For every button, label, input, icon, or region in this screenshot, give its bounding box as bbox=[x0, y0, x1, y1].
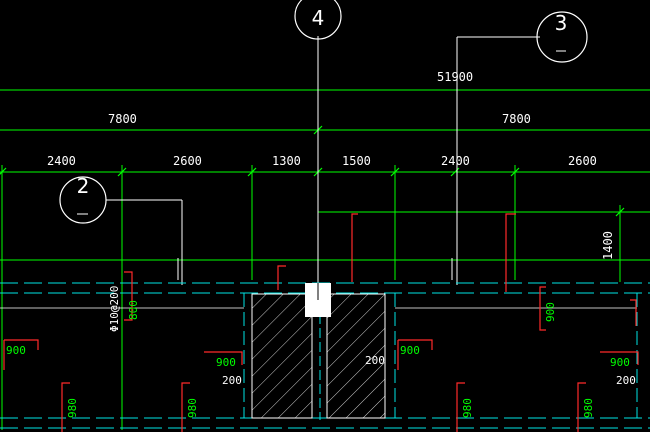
vertical-dimension[interactable]: 1400 bbox=[601, 231, 615, 260]
wall-section-right[interactable] bbox=[326, 293, 386, 419]
axis-bubble-4[interactable]: 4 bbox=[294, 0, 342, 40]
wall-width-label-3[interactable]: 200 bbox=[616, 374, 636, 387]
bay-dimension-right[interactable]: 7800 bbox=[502, 112, 531, 126]
sub-dimension-3[interactable]: 1300 bbox=[272, 154, 301, 168]
stirrup-label-800[interactable]: 800 bbox=[127, 300, 140, 320]
bottom-label-980-1[interactable]: 980 bbox=[66, 398, 79, 418]
sub-dimension-1[interactable]: 2400 bbox=[47, 154, 76, 168]
rebar-spec-label[interactable]: Φ10@200 bbox=[108, 286, 121, 332]
stirrup-label-900-c[interactable]: 900 bbox=[400, 344, 420, 357]
wall-width-label-2[interactable]: 200 bbox=[365, 354, 385, 367]
axis-bubble-3[interactable]: 3 bbox=[536, 11, 588, 63]
bottom-label-980-3[interactable]: 980 bbox=[461, 398, 474, 418]
wall-section-left[interactable] bbox=[251, 293, 313, 419]
stirrup-label-900-b[interactable]: 900 bbox=[216, 356, 236, 369]
stirrup-label-900-right[interactable]: 900 bbox=[544, 302, 557, 322]
stirrup-label-900-d[interactable]: 900 bbox=[610, 356, 630, 369]
bay-dimension-left[interactable]: 7800 bbox=[108, 112, 137, 126]
axis-label-4: 4 bbox=[312, 6, 325, 30]
axis-lines bbox=[106, 36, 540, 300]
axis-label-2: 2 bbox=[77, 174, 90, 198]
wall-width-label-1[interactable]: 200 bbox=[222, 374, 242, 387]
sub-dimension-2[interactable]: 2600 bbox=[173, 154, 202, 168]
stirrup-label-900-a[interactable]: 900 bbox=[6, 344, 26, 357]
bottom-label-980-4[interactable]: 980 bbox=[582, 398, 595, 418]
sub-dimension-6[interactable]: 2600 bbox=[568, 154, 597, 168]
overall-dimension[interactable]: 51900 bbox=[437, 70, 473, 84]
rebar-marks bbox=[3, 213, 639, 432]
bottom-label-980-2[interactable]: 980 bbox=[186, 398, 199, 418]
sub-dimension-4[interactable]: 1500 bbox=[342, 154, 371, 168]
axis-label-3: 3 bbox=[555, 11, 568, 35]
axis-bubble-2[interactable]: 2 bbox=[59, 174, 107, 224]
sub-dimension-5[interactable]: 2400 bbox=[441, 154, 470, 168]
